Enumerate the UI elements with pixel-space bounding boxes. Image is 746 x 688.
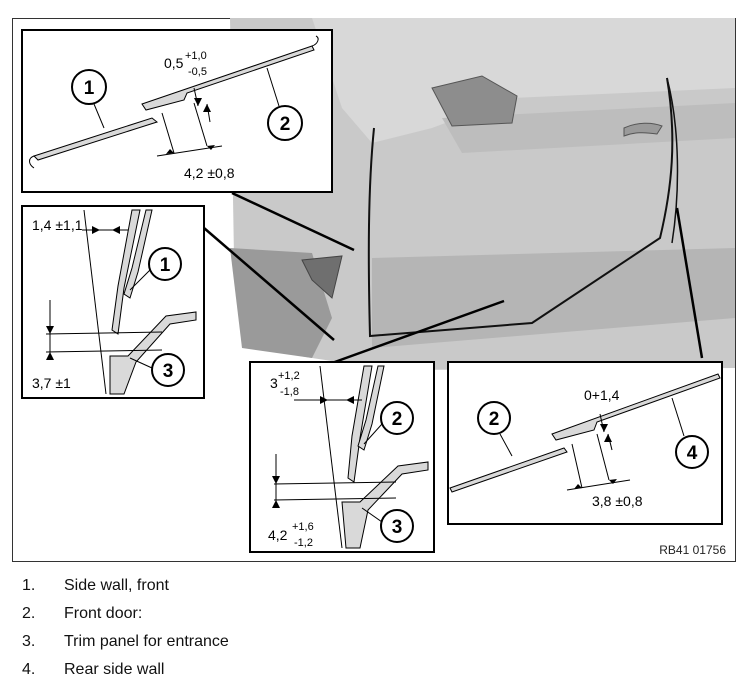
callout-4-right: 4 bbox=[687, 443, 698, 464]
legend-text: Side wall, front bbox=[64, 577, 169, 594]
legend-text: Front door: bbox=[64, 605, 143, 622]
legend-item: 3. Trim panel for entrance bbox=[22, 628, 229, 656]
car-illustration bbox=[230, 18, 735, 370]
legend-item: 4. Rear side wall bbox=[22, 656, 229, 684]
detail-box-front-door-rear-side-wall: 2 4 0+1,4 3,8 ±0,8 bbox=[447, 361, 723, 525]
gap-center-plus: +1,2 bbox=[278, 370, 300, 382]
detail-box-front-side-wall-door: 1 2 0,5 +1,0 -0,5 4,2 ±0,8 bbox=[21, 29, 333, 193]
legend-number: 3. bbox=[22, 633, 36, 650]
legend-number: 2. bbox=[22, 605, 36, 622]
legend-item: 1. Side wall, front bbox=[22, 572, 229, 600]
side-mirror bbox=[431, 75, 518, 127]
gap-left: 1,4 ±1,1 bbox=[32, 217, 83, 233]
flush-left: 3,7 ±1 bbox=[32, 375, 71, 391]
flush-center-plus: +1,6 bbox=[292, 521, 314, 533]
gap-top-base: 0,5 bbox=[164, 55, 184, 71]
callout-3-left: 3 bbox=[163, 361, 174, 382]
callout-3-center: 3 bbox=[392, 517, 403, 538]
side-vent bbox=[301, 255, 343, 299]
gap-right: 0+1,4 bbox=[584, 387, 620, 403]
flush-center-base: 4,2 bbox=[268, 527, 288, 543]
gap-center-base: 3 bbox=[270, 375, 278, 391]
callout-2-top: 2 bbox=[280, 114, 291, 135]
callout-2-right: 2 bbox=[489, 409, 500, 430]
legend-item: 2. Front door: bbox=[22, 600, 229, 628]
door-gap-diagram: 1 2 0,5 +1,0 -0,5 4,2 ±0,8 1 3 1,4 ±1,1 … bbox=[12, 18, 736, 562]
parts-legend: 1. Side wall, front 2. Front door: 3. Tr… bbox=[22, 572, 229, 684]
detail-box-front-side-wall-trim: 1 3 1,4 ±1,1 3,7 ±1 bbox=[21, 205, 205, 399]
front-door-outline bbox=[367, 77, 674, 338]
callout-2-center: 2 bbox=[392, 409, 403, 430]
gap-top-minus: -0,5 bbox=[188, 66, 207, 78]
callout-1-left: 1 bbox=[160, 255, 171, 276]
flush-top: 4,2 ±0,8 bbox=[184, 165, 235, 181]
gap-top-plus: +1,0 bbox=[185, 50, 207, 62]
flush-right: 3,8 ±0,8 bbox=[592, 493, 643, 509]
reference-code: RB41 01756 bbox=[659, 543, 726, 557]
flush-center-minus: -1,2 bbox=[294, 537, 313, 549]
gap-center-minus: -1,8 bbox=[280, 386, 299, 398]
door-handle bbox=[623, 122, 663, 137]
callout-1-top: 1 bbox=[84, 78, 95, 99]
pointer-lines bbox=[203, 191, 704, 365]
legend-number: 4. bbox=[22, 661, 36, 678]
legend-text: Trim panel for entrance bbox=[64, 633, 229, 650]
legend-number: 1. bbox=[22, 577, 36, 594]
legend-text: Rear side wall bbox=[64, 661, 165, 678]
detail-box-front-door-trim: 2 3 3 +1,2 -1,8 4,2 +1,6 -1,2 bbox=[249, 361, 435, 553]
